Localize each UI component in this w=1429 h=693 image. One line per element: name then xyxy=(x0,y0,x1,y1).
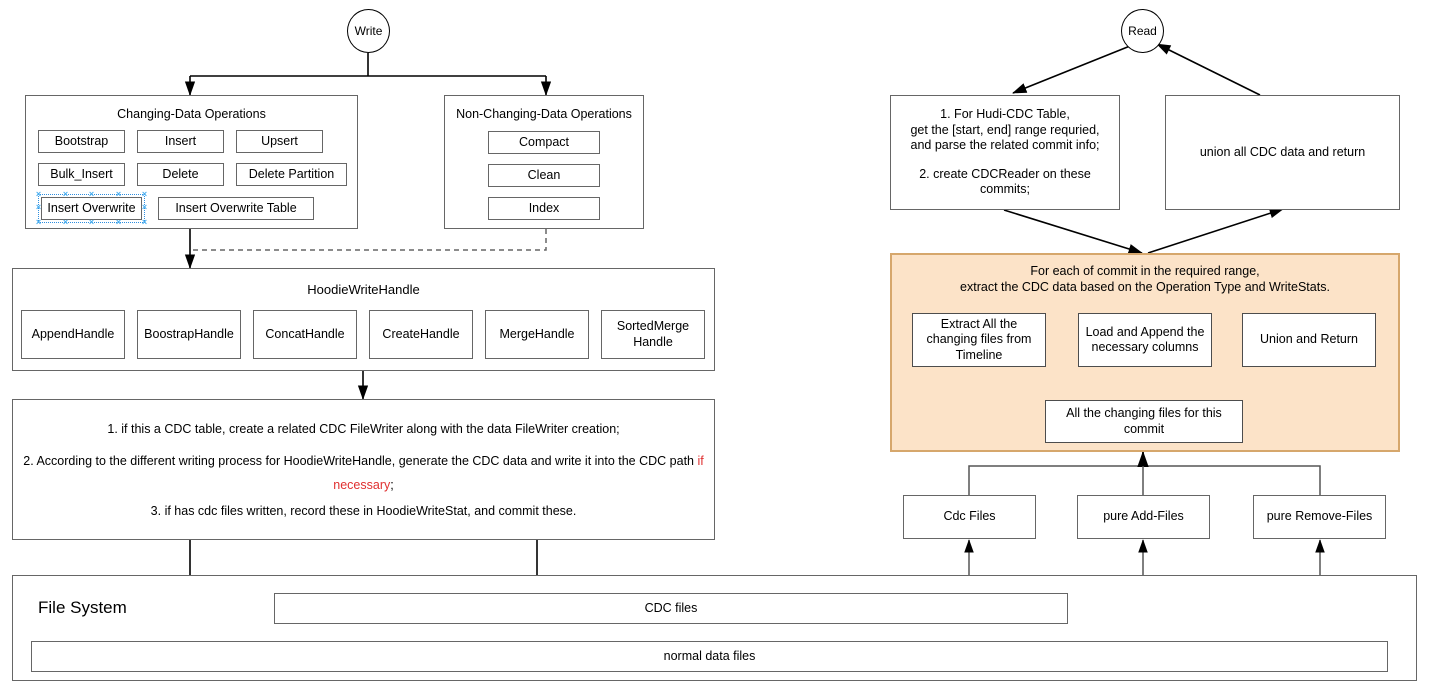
file-system-label: File System xyxy=(38,598,127,617)
changing-group-title: Changing-Data Operations xyxy=(117,107,266,121)
op-clean[interactable]: Clean xyxy=(488,164,600,187)
orange-panel-header-line-2: extract the CDC data based on the Operat… xyxy=(960,280,1330,294)
op-insert-overwrite-table[interactable]: Insert Overwrite Table xyxy=(158,197,314,220)
handle-create[interactable]: CreateHandle xyxy=(369,310,473,359)
orange-union-return-box[interactable]: Union and Return xyxy=(1242,313,1376,367)
fs-normal-data-files[interactable]: normal data files xyxy=(31,641,1388,672)
source-pure-add-files[interactable]: pure Add-Files xyxy=(1077,495,1210,539)
write-steps-panel: 1. if this a CDC table, create a related… xyxy=(12,399,715,540)
selection-handle-w[interactable] xyxy=(35,204,42,211)
handle-append[interactable]: AppendHandle xyxy=(21,310,125,359)
read-step-line-2: get the [start, end] range requried, xyxy=(910,122,1100,137)
hoodie-write-handle-group: HoodieWriteHandle xyxy=(12,268,715,371)
selection-handle-ne[interactable] xyxy=(141,191,148,198)
handle-sorted-merge[interactable]: SortedMerge Handle xyxy=(601,310,705,359)
write-step-2: 2. According to the different writing pr… xyxy=(23,450,704,498)
source-cdc-files[interactable]: Cdc Files xyxy=(903,495,1036,539)
read-step-line-1: 1. For Hudi-CDC Table, xyxy=(940,107,1070,122)
handle-merge[interactable]: MergeHandle xyxy=(485,310,589,359)
op-insert[interactable]: Insert xyxy=(137,130,224,153)
selection-handle-sw[interactable] xyxy=(35,219,42,226)
hoodie-write-handle-title: HoodieWriteHandle xyxy=(307,282,420,297)
op-upsert[interactable]: Upsert xyxy=(236,130,323,153)
write-start-node[interactable]: Write xyxy=(347,9,390,53)
write-step-2-highlight: if necessary xyxy=(333,454,704,492)
orange-changing-files-box[interactable]: All the changing files for this commit xyxy=(1045,400,1243,443)
read-step-line-3: and parse the related commit info; xyxy=(910,137,1100,152)
selection-handle-se[interactable] xyxy=(141,219,148,226)
selection-handle-n2[interactable] xyxy=(88,191,95,198)
selection-handle-s1[interactable] xyxy=(62,219,69,226)
op-bulk-insert[interactable]: Bulk_Insert xyxy=(38,163,125,186)
selection-handle-s2[interactable] xyxy=(88,219,95,226)
write-step-2-text-a: 2. According to the different writing pr… xyxy=(23,454,698,468)
selection-handle-s3[interactable] xyxy=(115,219,122,226)
read-step-line-5: commits; xyxy=(980,182,1030,197)
write-step-2-text-b: ; xyxy=(390,477,394,492)
orange-panel-header-line-1: For each of commit in the required range… xyxy=(1030,264,1260,278)
op-delete[interactable]: Delete xyxy=(137,163,224,186)
op-index[interactable]: Index xyxy=(488,197,600,220)
read-union-box: union all CDC data and return xyxy=(1165,95,1400,210)
write-step-3: 3. if has cdc files written, record thes… xyxy=(150,504,577,518)
read-step-line-4: 2. create CDCReader on these xyxy=(919,167,1091,182)
orange-load-append-box[interactable]: Load and Append the necessary columns xyxy=(1078,313,1212,367)
fs-cdc-files[interactable]: CDC files xyxy=(274,593,1068,624)
selection-handle-n1[interactable] xyxy=(62,191,69,198)
op-compact[interactable]: Compact xyxy=(488,131,600,154)
handle-concat[interactable]: ConcatHandle xyxy=(253,310,357,359)
write-step-1: 1. if this a CDC table, create a related… xyxy=(107,422,620,436)
op-bootstrap[interactable]: Bootstrap xyxy=(38,130,125,153)
read-start-node[interactable]: Read xyxy=(1121,9,1164,53)
selection-handle-nw[interactable] xyxy=(35,191,42,198)
non-changing-group-title: Non-Changing-Data Operations xyxy=(456,107,632,121)
selection-handle-e[interactable] xyxy=(141,204,148,211)
read-step-box: 1. For Hudi-CDC Table, get the [start, e… xyxy=(890,95,1120,210)
op-delete-partition[interactable]: Delete Partition xyxy=(236,163,347,186)
source-pure-remove-files[interactable]: pure Remove-Files xyxy=(1253,495,1386,539)
handle-boostrap[interactable]: BoostrapHandle xyxy=(137,310,241,359)
orange-extract-box[interactable]: Extract All the changing files from Time… xyxy=(912,313,1046,367)
selection-handle-n3[interactable] xyxy=(115,191,122,198)
